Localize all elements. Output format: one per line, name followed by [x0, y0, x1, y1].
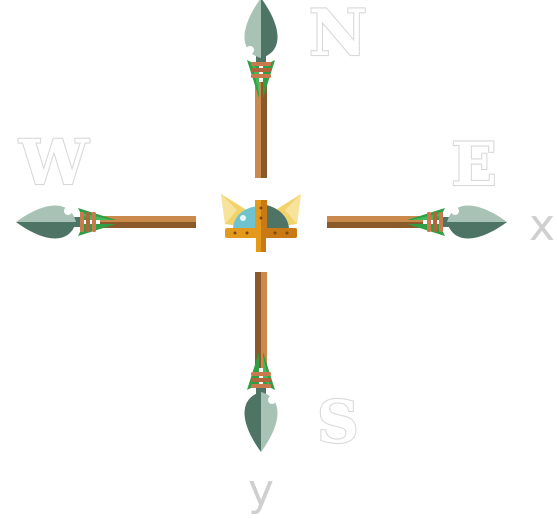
north-arrow-icon [244, 0, 278, 178]
east-label: E [451, 130, 497, 200]
west-label: W [18, 126, 90, 199]
y-axis-label: y [248, 465, 274, 516]
viking-helmet-icon [221, 194, 301, 252]
south-arrow-icon [244, 272, 278, 452]
x-axis-label: x [529, 200, 555, 251]
south-label: S [317, 388, 359, 456]
east-arrow-icon [327, 205, 507, 239]
north-label: N [309, 0, 368, 71]
west-arrow-icon [16, 205, 196, 239]
